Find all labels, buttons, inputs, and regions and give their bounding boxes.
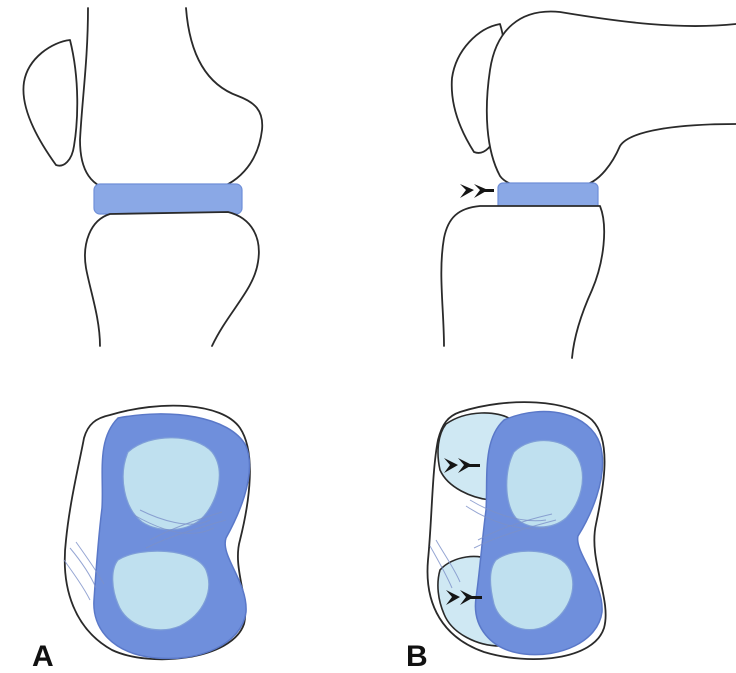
arrow-icon xyxy=(460,184,494,198)
panel-b-side-view xyxy=(441,12,736,358)
femur-b xyxy=(487,12,736,189)
panel-a-plateau-view xyxy=(64,406,250,660)
panel-a-side-view xyxy=(23,8,262,346)
panel-label-b: B xyxy=(406,642,428,672)
panel-b-plateau-view xyxy=(427,402,605,659)
meniscus-a-side xyxy=(94,184,242,214)
femur-a xyxy=(80,8,262,192)
panel-label-a: A xyxy=(32,642,54,672)
tibia-b xyxy=(441,206,604,358)
tibia-a xyxy=(85,212,259,346)
patella-a xyxy=(23,40,77,166)
